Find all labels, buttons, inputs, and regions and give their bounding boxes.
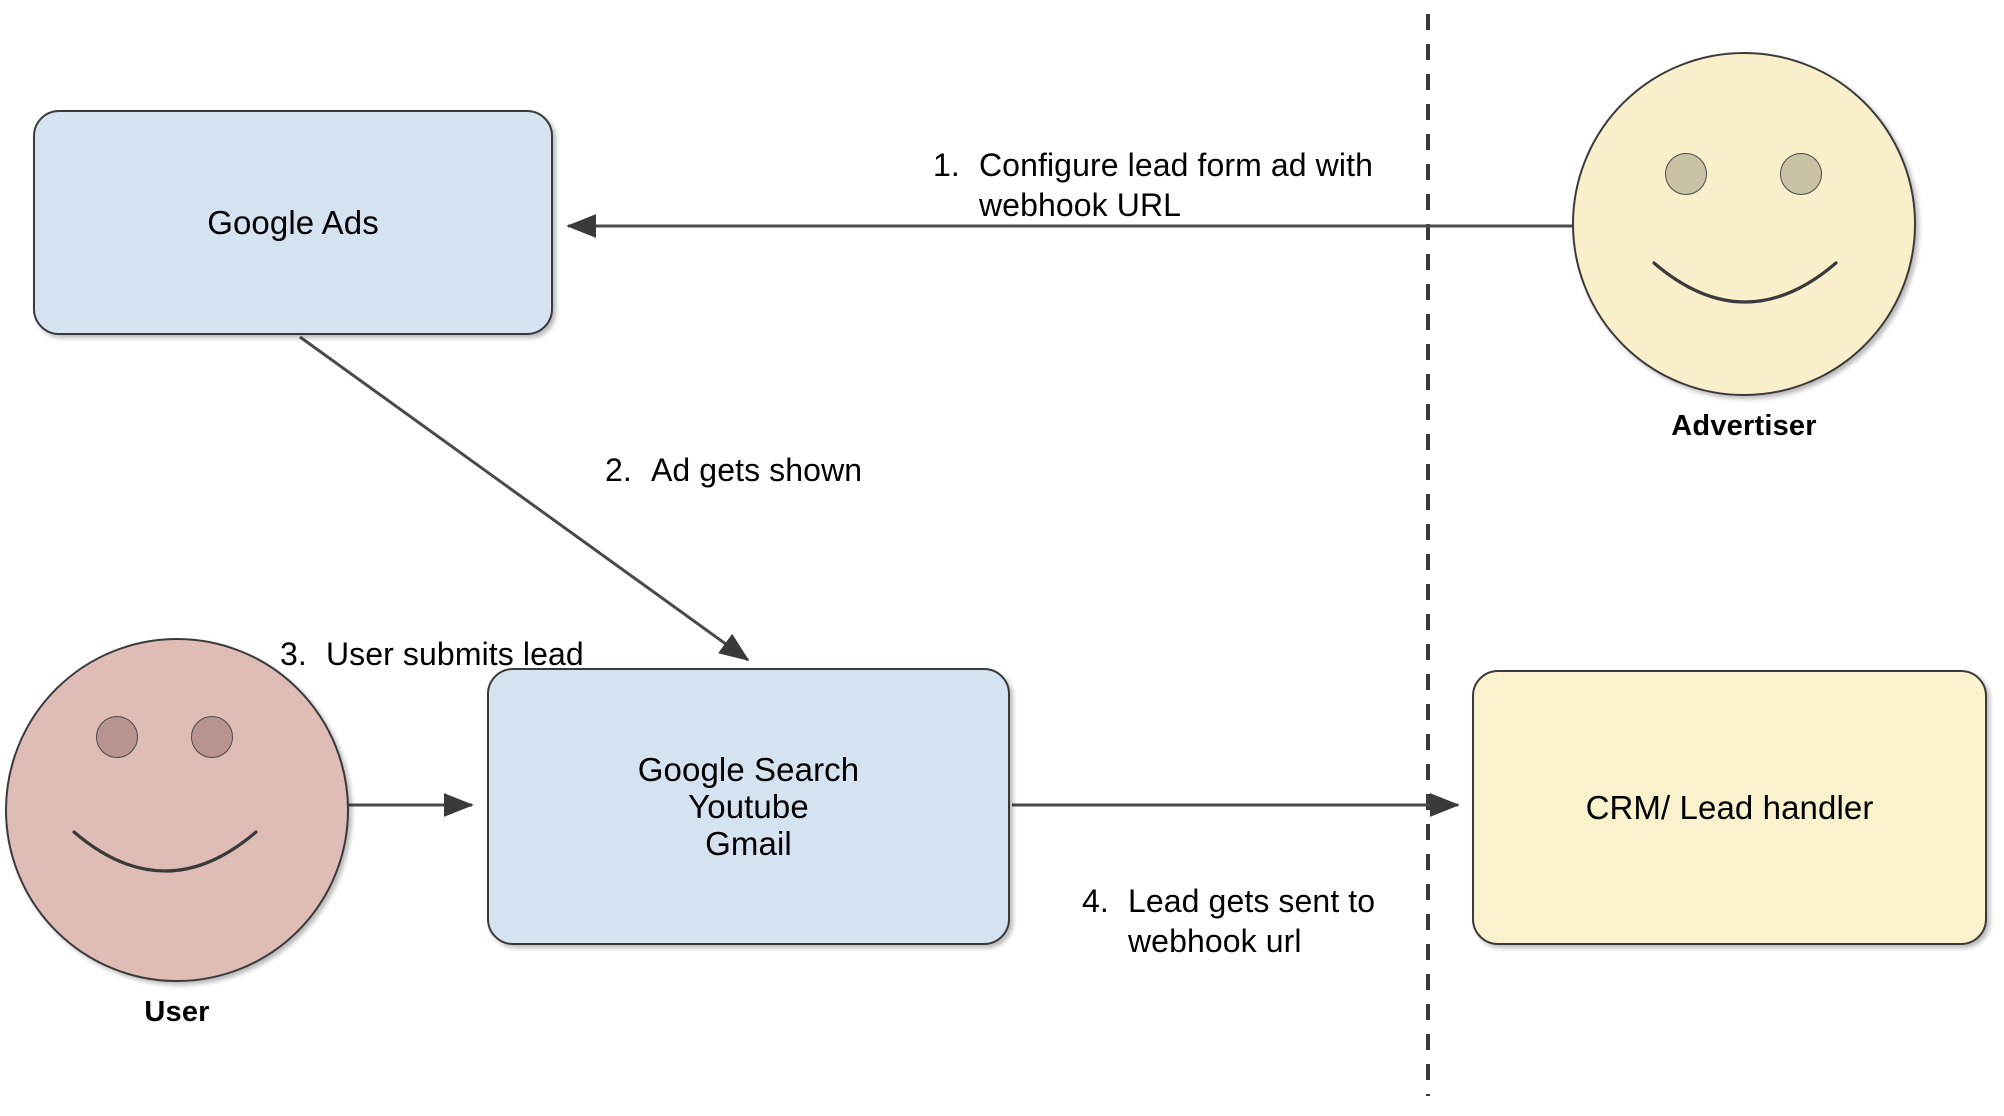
edge-label-step-2: 2. Ad gets shown <box>569 410 862 530</box>
edge-label-step-3-number: 3. <box>279 636 307 672</box>
advertiser-caption: Advertiser <box>1671 410 1817 442</box>
advertiser-left-eye-icon <box>1665 153 1707 195</box>
edge-label-step-3: 3. User submits lead <box>244 594 584 714</box>
edge-label-step-1-number: 1. <box>932 147 960 183</box>
node-crm-label: CRM/ Lead handler <box>1585 788 1874 826</box>
user-face-circle <box>5 638 349 982</box>
node-crm[interactable]: CRM/ Lead handler <box>1472 670 1987 945</box>
node-user[interactable]: User <box>5 638 349 1038</box>
user-smile-icon <box>72 830 258 873</box>
node-google-ads[interactable]: Google Ads <box>33 110 553 335</box>
edge-label-step-4-text: Lead gets sent to webhook url <box>1127 883 1376 959</box>
edge-label-step-2-number: 2. <box>604 452 632 488</box>
edge-label-step-4: 4. Lead gets sent to webhook url <box>1046 841 1375 1001</box>
advertiser-right-eye-icon <box>1780 153 1822 195</box>
node-advertiser[interactable]: Advertiser <box>1572 52 1916 452</box>
node-google-ads-label: Google Ads <box>207 203 379 241</box>
node-google-surfaces-label: Google Search Youtube Gmail <box>637 750 860 863</box>
user-caption: User <box>144 996 210 1028</box>
advertiser-face-circle <box>1572 52 1916 396</box>
user-right-eye-icon <box>191 716 233 758</box>
edge-label-step-1-text: Configure lead form ad with webhook URL <box>978 147 1373 223</box>
edge-label-step-4-number: 4. <box>1081 883 1109 919</box>
edge-label-step-3-text: User submits lead <box>325 636 584 672</box>
node-google-surfaces[interactable]: Google Search Youtube Gmail <box>487 668 1010 945</box>
user-left-eye-icon <box>96 716 138 758</box>
edge-label-step-2-text: Ad gets shown <box>650 452 863 488</box>
advertiser-smile-icon <box>1652 261 1838 304</box>
edge-label-step-1: 1. Configure lead form ad with webhook UR… <box>897 105 1373 265</box>
